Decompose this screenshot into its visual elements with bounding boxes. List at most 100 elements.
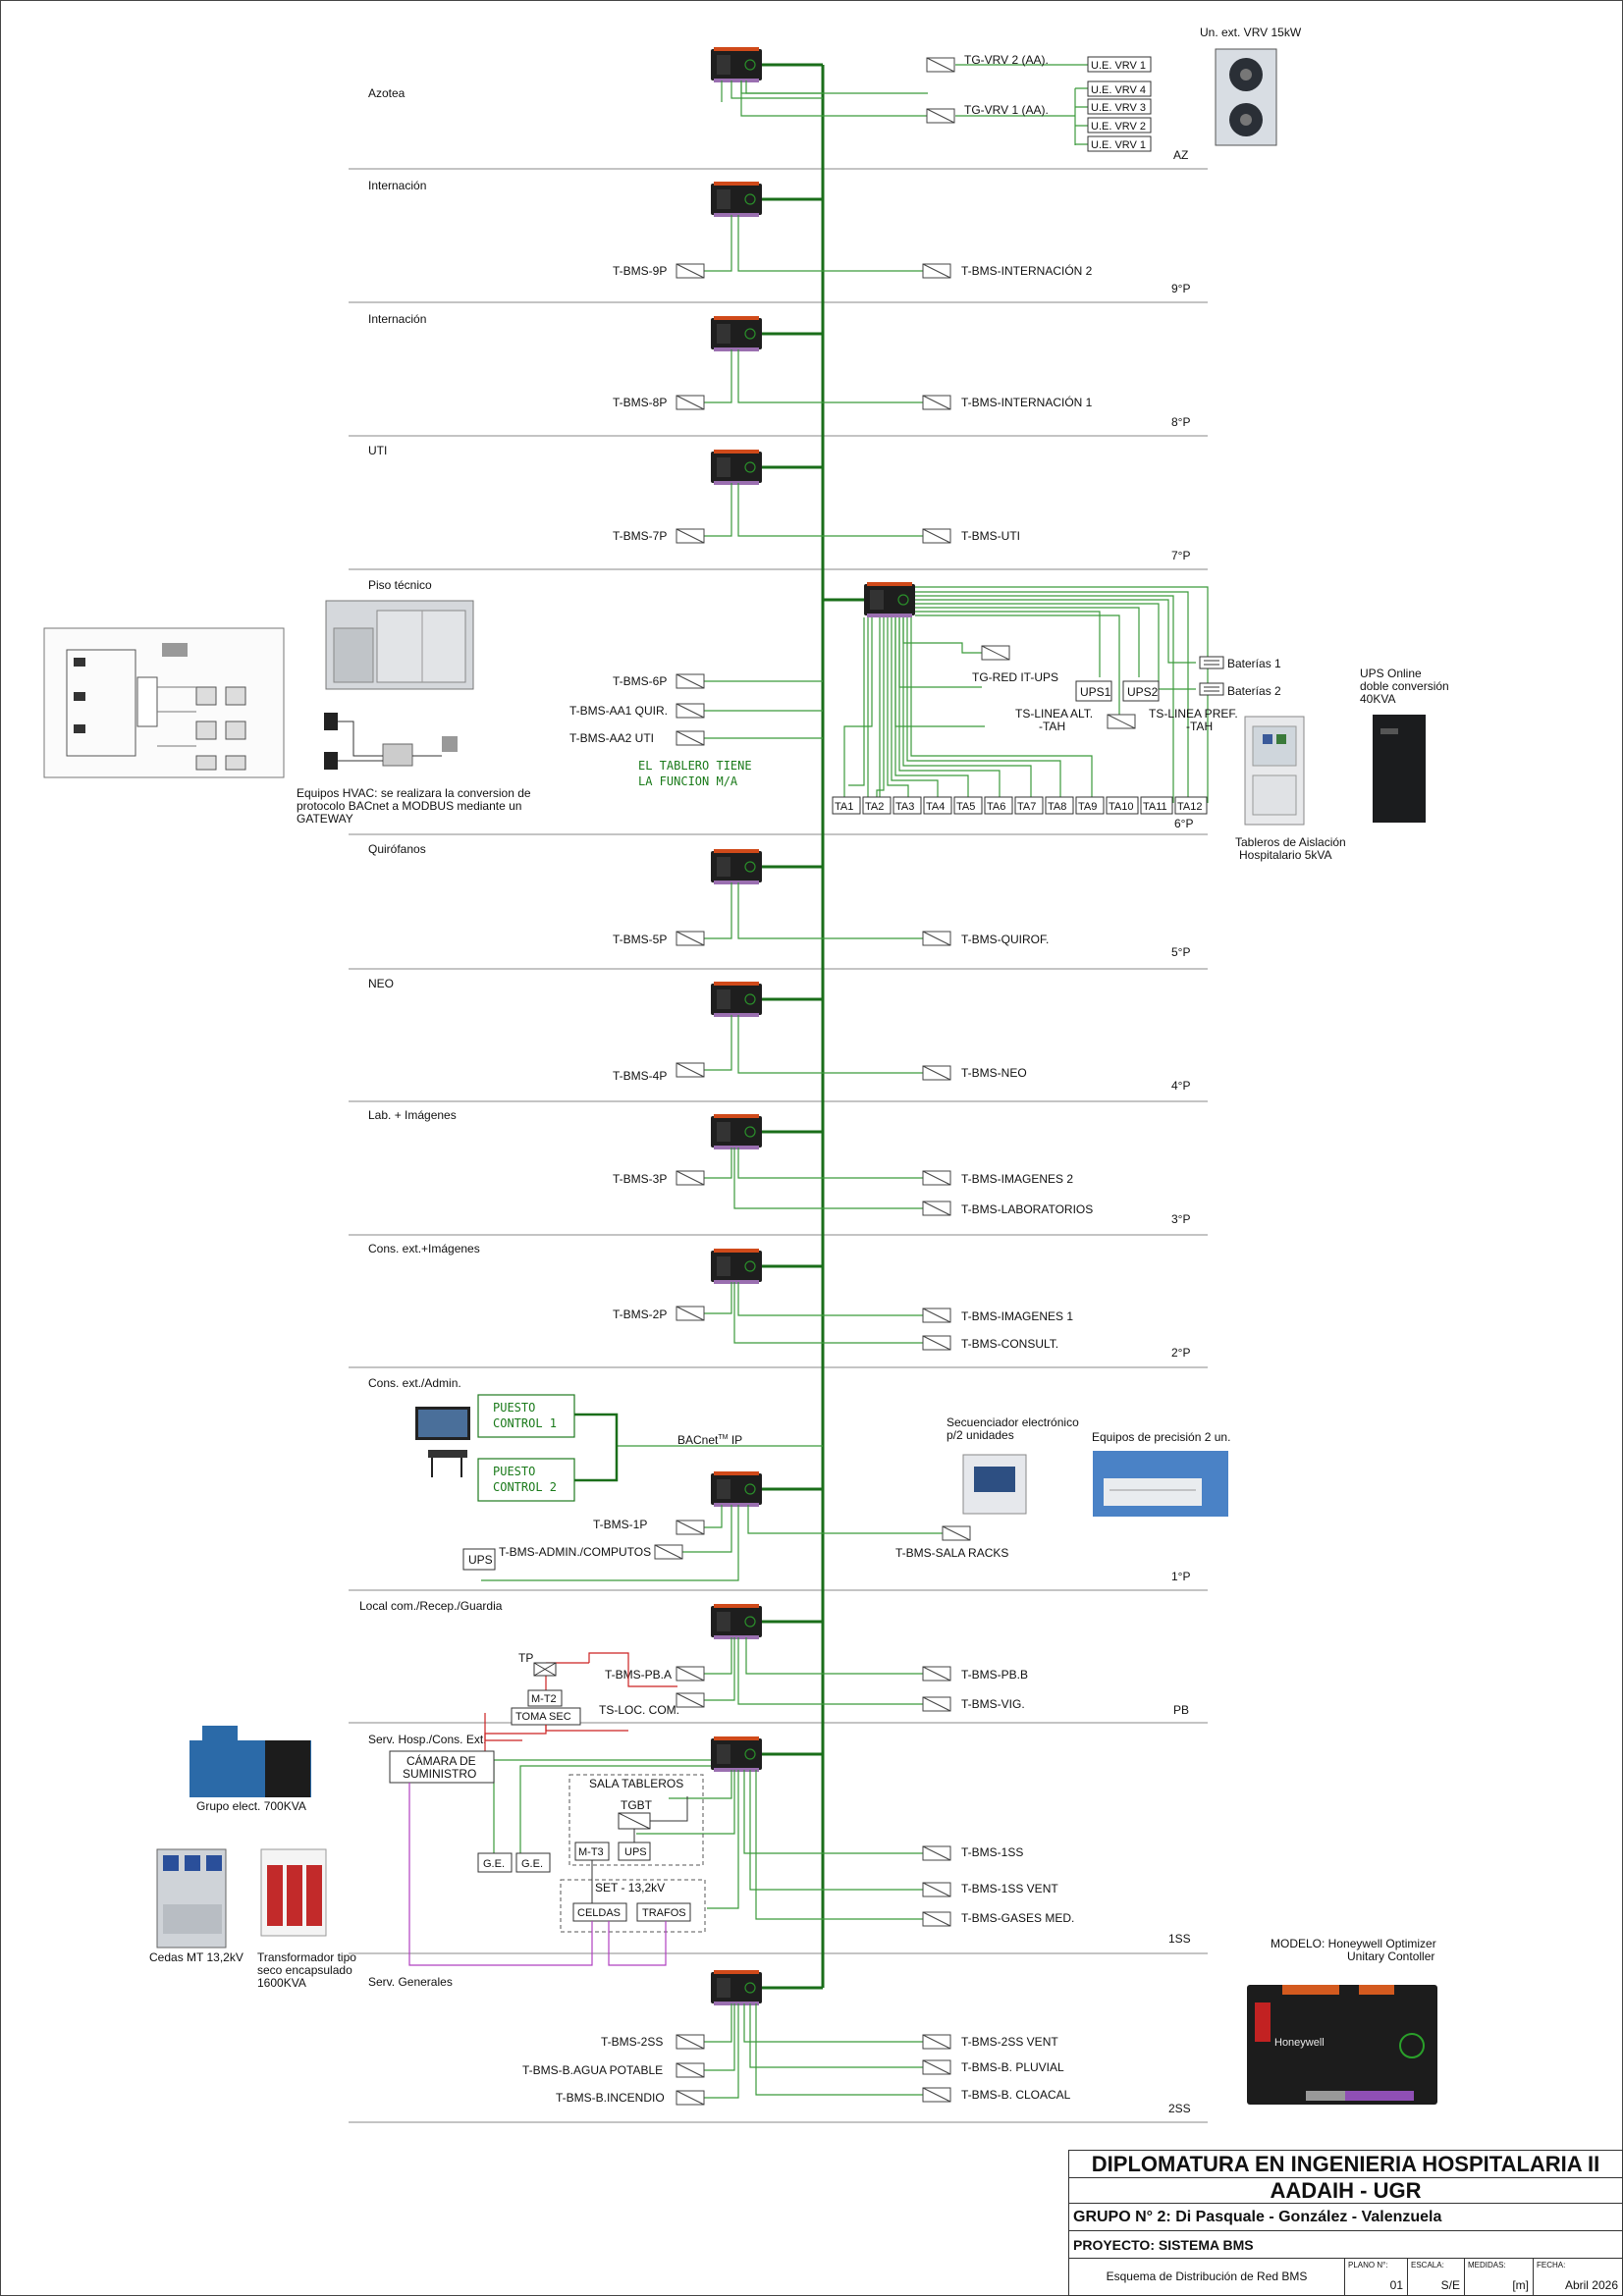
svg-text:T-BMS-9P: T-BMS-9P [613,264,667,278]
svg-text:T-BMS-B. PLUVIAL: T-BMS-B. PLUVIAL [961,2060,1064,2074]
generator-image [189,1726,311,1797]
svg-text:T-BMS-IMAGENES 1: T-BMS-IMAGENES 1 [961,1309,1073,1323]
svg-text:p/2 unidades: p/2 unidades [947,1428,1014,1442]
floor-name: Internación [368,312,426,326]
floor-name: Serv. Hosp./Cons. Ext. [368,1733,487,1746]
svg-text:doble conversión: doble conversión [1360,679,1449,693]
floor-level: 2SS [1168,2102,1191,2115]
title-project: PROYECTO: SISTEMA BMS [1069,2231,1622,2259]
floor-name: Cons. ext.+Imágenes [368,1242,480,1255]
title-group: GRUPO N° 2: Di Pasquale - González - Val… [1069,2204,1622,2231]
floor-name: Cons. ext./Admin. [368,1376,461,1390]
controller-4p [710,981,763,1018]
floor-separators [349,168,1208,2123]
svg-text:TS-LINEA PREF.: TS-LINEA PREF. [1149,707,1238,721]
svg-text:PUESTO: PUESTO [493,1401,535,1415]
svg-text:MODELO: Honeywell Optimizer: MODELO: Honeywell Optimizer [1271,1937,1436,1950]
svg-text:TA8: TA8 [1048,801,1066,813]
svg-text:Cedas MT 13,2kV: Cedas MT 13,2kV [149,1950,243,1964]
svg-text:SET - 13,2kV: SET - 13,2kV [595,1881,665,1895]
svg-text:TA3: TA3 [895,801,914,813]
workstation-image [415,1407,470,1477]
svg-text:UPS: UPS [468,1553,493,1567]
svg-text:1600KVA: 1600KVA [257,1976,306,1990]
svg-text:G.E.: G.E. [483,1858,505,1870]
floor-level: 9°P [1171,282,1190,295]
svg-text:-TAH: -TAH [1039,720,1065,733]
svg-text:Hospitalario 5kVA: Hospitalario 5kVA [1239,848,1332,862]
svg-text:T-BMS-2SS: T-BMS-2SS [601,2035,663,2049]
floor-level: 8°P [1171,415,1190,429]
floor-name: Piso técnico [368,578,432,592]
svg-text:TA1: TA1 [835,801,853,813]
svg-text:T-BMS-UTI: T-BMS-UTI [961,529,1020,543]
svg-text:T-BMS-INTERNACIÓN 1: T-BMS-INTERNACIÓN 1 [961,395,1093,409]
controller-model-section: MODELO: Honeywell Optimizer Unitary Cont… [1247,1937,1437,2105]
svg-text:G.E.: G.E. [521,1858,543,1870]
svg-text:Equipos de precisión 2 un.: Equipos de precisión 2 un. [1092,1430,1230,1444]
medidas-cell: MEDIDAS: [m] [1464,2259,1533,2295]
svg-text:T-BMS-2SS VENT: T-BMS-2SS VENT [961,2035,1058,2049]
fecha-cell: FECHA: Abril 2026 [1533,2259,1622,2295]
floor-name: Serv. Generales [368,1975,453,1989]
svg-text:TA6: TA6 [987,801,1005,813]
floor-level: 1SS [1168,1932,1191,1946]
svg-text:TA7: TA7 [1017,801,1036,813]
floor-name: UTI [368,444,387,457]
gateway-diagram-image [324,713,458,770]
svg-text:40KVA: 40KVA [1360,692,1395,706]
controller-1ss [710,1735,763,1773]
mv-cells-image [156,1848,227,1949]
plan-description: Esquema de Distribución de Red BMS [1106,2269,1308,2283]
svg-text:Unitary Contoller: Unitary Contoller [1347,1949,1434,1963]
svg-text:TOMA SEC: TOMA SEC [515,1711,571,1723]
controller-1p [710,1470,763,1508]
board-labels: T-BMS-9P T-BMS-INTERNACIÓN 2 T-BMS-8P T-… [499,263,1093,2105]
floor-level: 3°P [1171,1212,1190,1226]
controller-pb [710,1603,763,1640]
tablero-note: LA FUNCION M/A [638,774,738,788]
svg-text:T-BMS-NEO: T-BMS-NEO [961,1066,1027,1080]
controller-6p [863,581,916,618]
svg-text:M-T2: M-T2 [531,1693,557,1705]
plano-cell: PLANO N°: 01 [1344,2259,1407,2295]
svg-text:T-BMS-1SS VENT: T-BMS-1SS VENT [961,1882,1058,1896]
svg-text:TRAFOS: TRAFOS [642,1907,686,1919]
floor-level: 1°P [1171,1570,1190,1583]
svg-text:protocolo BACnet a MODBUS medi: protocolo BACnet a MODBUS mediante un [297,799,521,813]
svg-text:TA2: TA2 [865,801,884,813]
svg-text:T-BMS-B.INCENDIO: T-BMS-B.INCENDIO [556,2091,665,2105]
tg-vrv1-label: TG-VRV 1 (AA). [964,103,1049,117]
svg-text:UPS2: UPS2 [1127,685,1159,699]
controller-2ss [710,1969,763,2006]
svg-text:PUESTO: PUESTO [493,1465,535,1478]
bms-controllers [710,46,916,2006]
svg-text:Equipos HVAC: se realizara la: Equipos HVAC: se realizara la conversion… [297,786,531,800]
title-line-2: AADAIH - UGR [1069,2178,1622,2204]
controller-9p [710,181,763,218]
svg-text:TS-LINEA ALT.: TS-LINEA ALT. [1015,707,1093,721]
floor-level: 4°P [1171,1079,1190,1093]
floor-level: 7°P [1171,549,1190,562]
svg-text:T-BMS-B. CLOACAL: T-BMS-B. CLOACAL [961,2088,1071,2102]
controller-5p [710,848,763,885]
svg-text:T-BMS-IMAGENES 2: T-BMS-IMAGENES 2 [961,1172,1073,1186]
floor-level: 6°P [1174,817,1193,830]
battery-icon [1199,656,1224,696]
floor-name: Local com./Recep./Guardia [359,1599,503,1613]
svg-text:T-BMS-CONSULT.: T-BMS-CONSULT. [961,1337,1058,1351]
svg-text:TA11: TA11 [1143,801,1167,813]
svg-text:seco encapsulado: seco encapsulado [257,1963,352,1977]
svg-text:Baterías 1: Baterías 1 [1227,657,1281,670]
ss1-power-section: CÁMARA DE SUMINISTRO SALA TABLEROS TGBT … [149,1726,706,1990]
svg-text:GATEWAY: GATEWAY [297,812,353,826]
svg-text:TGBT: TGBT [621,1798,653,1812]
svg-text:TA12: TA12 [1177,801,1202,813]
svg-text:TP: TP [518,1651,533,1665]
svg-text:T-BMS-QUIROF.: T-BMS-QUIROF. [961,933,1049,946]
svg-text:T-BMS-B.AGUA POTABLE: T-BMS-B.AGUA POTABLE [522,2063,663,2077]
floor-level: AZ [1173,148,1188,162]
svg-text:T-BMS-2P: T-BMS-2P [613,1308,667,1321]
ahu-image [325,600,474,690]
